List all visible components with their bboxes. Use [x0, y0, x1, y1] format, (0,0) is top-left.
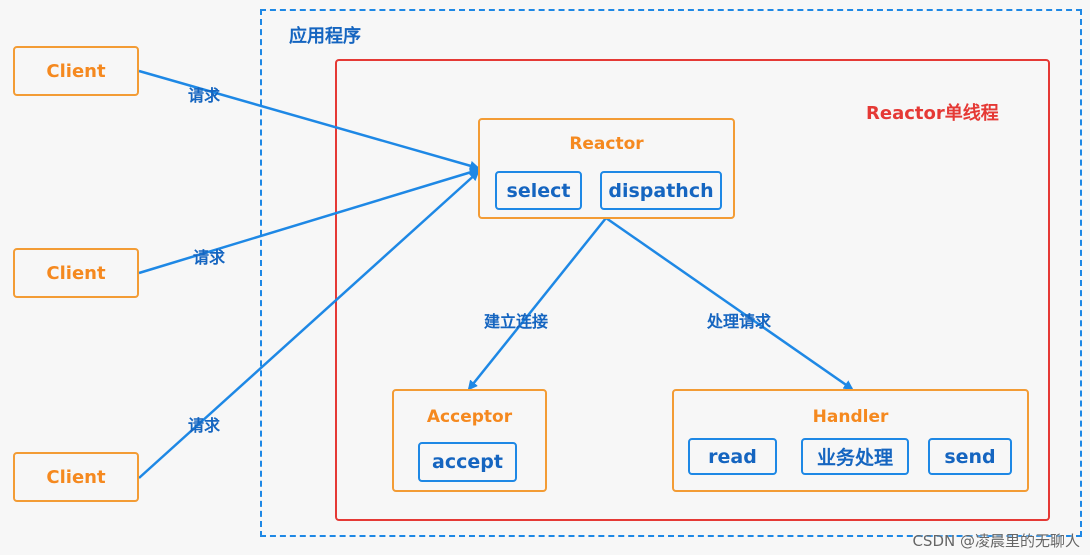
send-box: send [928, 438, 1012, 475]
select-box: select [495, 171, 582, 210]
acceptor-box: Acceptor accept [392, 389, 547, 492]
request-arrow-1 [138, 69, 480, 171]
handler-title: Handler [812, 407, 889, 427]
client-box-3: Client [13, 452, 139, 502]
client-box-2: Client [13, 248, 139, 298]
reactor-thread-title: Reactor单线程 [866, 103, 999, 124]
dispatch-box: dispathch [600, 171, 722, 210]
handler-box: Handler read 业务处理 send [672, 389, 1029, 492]
application-title: 应用程序 [289, 26, 361, 47]
acceptor-title: Acceptor [426, 407, 513, 427]
request-arrow-2 [138, 167, 480, 275]
request-label-3: 请求 [188, 416, 221, 435]
reactor-box: Reactor select dispathch [478, 118, 735, 219]
reactor-thread-frame [335, 59, 1050, 521]
dispatch-arrow [605, 216, 854, 391]
business-logic-box: 业务处理 [801, 438, 909, 475]
connect-arrow [467, 217, 607, 391]
request-label-1: 请求 [188, 86, 221, 105]
watermark-text: CSDN @凌晨里的无聊人 [912, 532, 1080, 550]
handle-request-label: 处理请求 [707, 312, 772, 331]
client-box-1: Client [13, 46, 139, 96]
application-frame [260, 9, 1082, 537]
reactor-title: Reactor [569, 134, 644, 154]
request-arrow-3 [138, 170, 480, 479]
accept-box: accept [418, 442, 517, 482]
request-label-2: 请求 [193, 248, 226, 267]
read-box: read [688, 438, 777, 475]
connect-label: 建立连接 [484, 312, 549, 331]
